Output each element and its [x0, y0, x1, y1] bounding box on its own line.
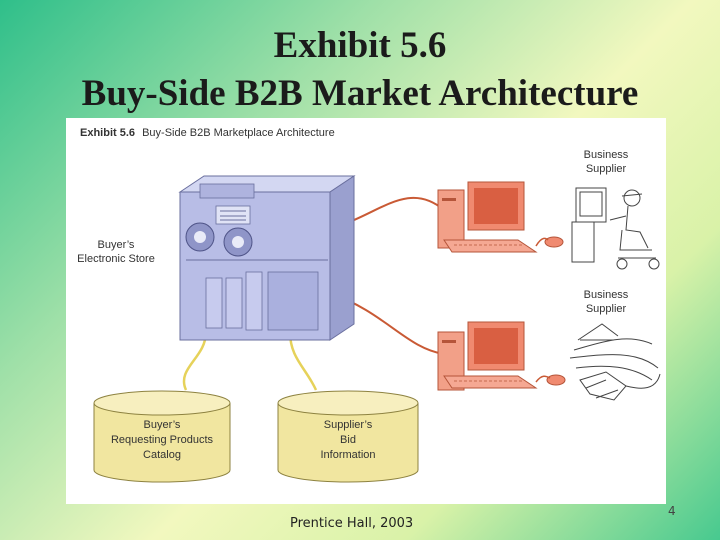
catalog-db-line2: Requesting Products	[111, 434, 214, 446]
server-label-line2: Electronic Store	[77, 253, 155, 265]
computer-icon	[437, 321, 566, 391]
catalog-db-line1: Buyer’s	[144, 419, 181, 431]
supplier2-label-line1: Business	[584, 289, 629, 301]
architecture-figure: Exhibit 5.6 Buy-Side B2B Marketplace Arc…	[66, 118, 666, 504]
server-label-line1: Buyer’s	[98, 239, 135, 251]
supplier-person-icon	[569, 323, 661, 401]
footer-credit: Prentice Hall, 2003	[290, 516, 414, 531]
bid-db-line3: Information	[320, 449, 375, 461]
mouse2-cable	[535, 375, 551, 383]
server-to-catalog-cable	[182, 331, 208, 391]
slide-title-line1: Exhibit 5.6	[273, 25, 447, 66]
supplier2-label-line2: Supplier	[586, 303, 627, 315]
bid-db-line2: Bid	[340, 434, 356, 446]
bid-db-line1: Supplier’s	[324, 419, 373, 431]
figure-caption-label: Exhibit 5.6	[80, 127, 135, 139]
slide-title: Exhibit 5.6 Buy-Side B2B Market Architec…	[0, 22, 720, 118]
server-to-bid-cable	[288, 331, 318, 391]
catalog-db-line3: Catalog	[143, 449, 181, 461]
architecture-diagram: Exhibit 5.6 Buy-Side B2B Marketplace Arc…	[77, 127, 661, 483]
figure-caption: Exhibit 5.6 Buy-Side B2B Marketplace Arc…	[80, 127, 335, 139]
supplier1-label-line1: Business	[584, 149, 629, 161]
figure-caption-text: Buy-Side B2B Marketplace Architecture	[142, 127, 335, 139]
catalog-database-icon	[93, 390, 231, 483]
slide-title-line2: Buy-Side B2B Market Architecture	[81, 73, 639, 114]
page-number: 4	[668, 504, 676, 518]
server-icon	[178, 175, 356, 341]
mouse1-cable	[535, 237, 549, 247]
computer-icon	[437, 181, 564, 253]
supplier1-label-line2: Supplier	[586, 163, 627, 175]
supplier-person-icon	[571, 187, 660, 270]
bid-database-icon	[277, 390, 419, 483]
